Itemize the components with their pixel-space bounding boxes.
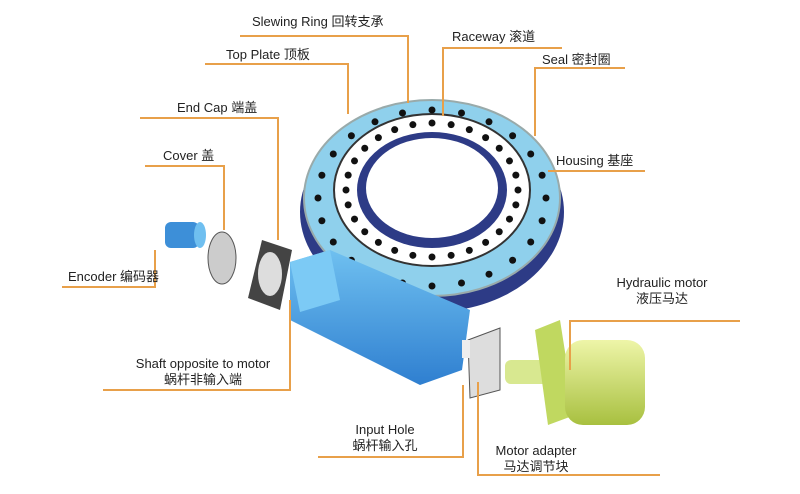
bolt-hole — [374, 238, 382, 246]
label-input-hole-cn: 蜗杆输入孔 — [352, 438, 418, 453]
motor-adapter-part — [462, 327, 501, 399]
bolt-hole — [314, 194, 322, 202]
bolt-hole — [342, 186, 350, 194]
bolt-hole — [509, 132, 517, 140]
end-cap-part — [248, 240, 292, 310]
label-shaft-cn: 蜗杆非输入端 — [163, 372, 242, 387]
bolt-hole — [482, 238, 490, 246]
bolt-hole — [527, 150, 535, 158]
bolt-hole — [318, 171, 326, 179]
label-motor-adapter-cn: 马达调节块 — [503, 459, 569, 474]
bolt-hole — [329, 238, 337, 246]
bolt-hole — [458, 279, 466, 287]
bolt-hole — [509, 256, 517, 264]
bolt-hole — [361, 144, 369, 152]
bolt-hole — [465, 246, 473, 254]
bolt-hole — [465, 126, 473, 134]
bolt-hole — [391, 126, 399, 134]
bolt-hole — [514, 186, 522, 194]
bolt-hole — [428, 119, 436, 127]
label-hydraulic-motor-cn: 液压马达 — [635, 291, 688, 306]
label-motor-adapter-en: Motor adapter — [495, 443, 577, 458]
bolt-hole — [374, 134, 382, 142]
label-shaft-en: Shaft opposite to motor — [135, 356, 271, 371]
label-seal: Seal 密封圈 — [542, 52, 611, 67]
label-hydraulic-motor-en: Hydraulic motor — [616, 275, 708, 290]
bolt-hole — [329, 150, 337, 158]
bolt-hole — [409, 251, 417, 259]
label-motor-adapter: Motor adapter 马达调节块 — [476, 443, 596, 475]
bolt-hole — [447, 251, 455, 259]
bolt-hole — [344, 201, 352, 209]
label-housing: Housing 基座 — [556, 153, 634, 168]
label-encoder: Encoder 编码器 — [68, 269, 160, 284]
bolt-hole — [347, 132, 355, 140]
bolt-hole — [351, 215, 359, 223]
worm-housing — [290, 250, 470, 385]
label-end-cap: End Cap 端盖 — [177, 100, 258, 115]
bolt-hole — [512, 201, 520, 209]
bolt-hole — [318, 217, 326, 225]
label-top-plate: Top Plate 顶板 — [226, 47, 310, 62]
label-cover: Cover 盖 — [163, 148, 215, 163]
bolt-hole — [398, 109, 406, 117]
bolt-hole — [485, 270, 493, 278]
cover-part — [207, 231, 237, 285]
bolt-hole — [495, 144, 503, 152]
bolt-hole — [505, 215, 513, 223]
bolt-hole — [409, 121, 417, 129]
bolt-hole — [538, 171, 546, 179]
bolt-hole — [527, 238, 535, 246]
hydraulic-motor-part — [505, 320, 645, 425]
bolt-hole — [371, 118, 379, 126]
label-input-hole: Input Hole 蜗杆输入孔 — [335, 422, 435, 454]
bolt-hole — [361, 228, 369, 236]
bolt-hole — [458, 109, 466, 117]
leader-lines — [62, 35, 740, 476]
label-slewing-ring: Slewing Ring 回转支承 — [252, 14, 384, 29]
bolt-hole — [538, 217, 546, 225]
label-raceway: Raceway 滚道 — [452, 29, 536, 44]
encoder-part — [165, 222, 206, 248]
bolt-hole — [344, 171, 352, 179]
bolt-hole — [495, 228, 503, 236]
label-hydraulic-motor: Hydraulic motor 液压马达 — [592, 275, 732, 307]
bolt-hole — [482, 134, 490, 142]
label-input-hole-en: Input Hole — [355, 422, 415, 437]
bolt-hole — [428, 253, 436, 261]
bolt-hole — [351, 157, 359, 165]
bolt-hole — [428, 282, 436, 290]
bolt-hole — [391, 246, 399, 254]
bolt-hole — [447, 121, 455, 129]
bolt-hole — [542, 194, 550, 202]
label-shaft: Shaft opposite to motor 蜗杆非输入端 — [118, 356, 288, 388]
bolt-hole — [512, 171, 520, 179]
bolt-hole — [428, 106, 436, 114]
bolt-hole — [505, 157, 513, 165]
bolt-hole — [485, 118, 493, 126]
